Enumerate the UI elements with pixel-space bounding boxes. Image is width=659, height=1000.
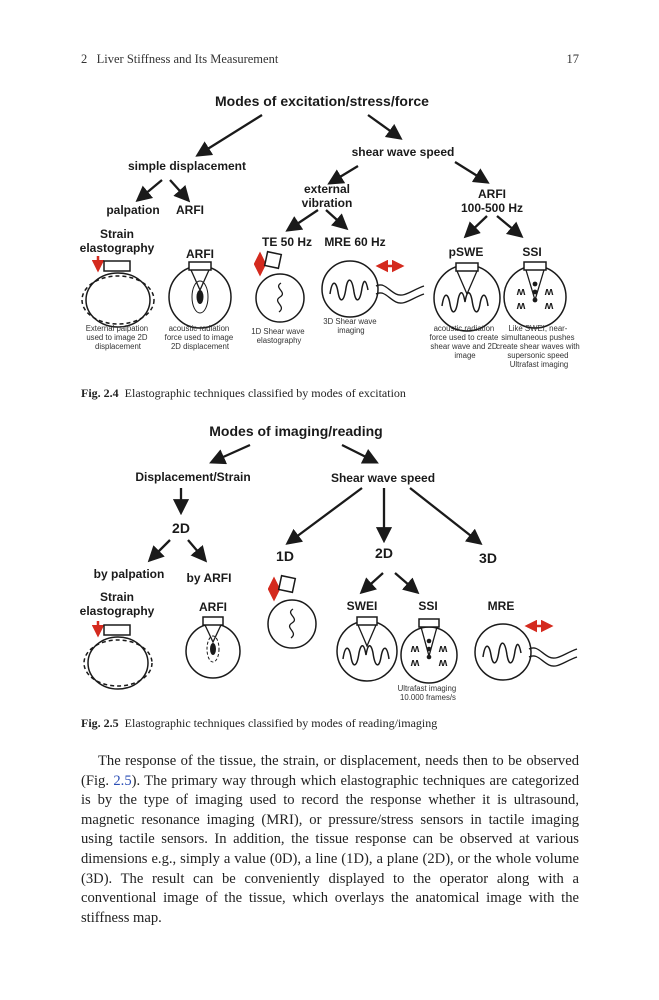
fig1-strain: Strain	[100, 227, 134, 241]
fig2-2d-left: 2D	[172, 520, 190, 536]
fig2-ssi: SSI	[418, 599, 437, 613]
svg-text:ʍ: ʍ	[516, 286, 526, 298]
fig2-1d: 1D	[276, 548, 294, 564]
fig1-strain-illustration	[81, 256, 155, 328]
fig2-arrows	[147, 443, 483, 595]
fig1-desc-arfi: acoustic radiation force used to image 2…	[165, 324, 236, 351]
svg-text:ʍ: ʍ	[544, 286, 554, 298]
fig2-1d-illustration	[267, 574, 317, 649]
svg-text:ʍ: ʍ	[410, 657, 420, 669]
figure-reference-link[interactable]: 2.5	[113, 772, 132, 789]
fig1-desc-mre: 3D Shear wave imaging	[323, 317, 378, 335]
caption-text: Elastographic techniques classified by m…	[124, 716, 438, 730]
fig2-title: Modes of imaging/reading	[209, 423, 382, 439]
fig2-swei: SWEI	[347, 599, 378, 613]
svg-text:ʍ: ʍ	[516, 300, 526, 312]
fig1-arfi-illustration	[168, 261, 232, 329]
fig2-2d-right: 2D	[375, 545, 393, 561]
fig1-pswe-illustration	[433, 262, 501, 332]
figure-caption-2-4: Fig. 2.4 Elastographic techniques classif…	[81, 386, 406, 401]
fig2-strain: Strain	[100, 590, 134, 604]
fig1-arfi: ARFI	[176, 203, 204, 217]
svg-text:ʍ: ʍ	[438, 643, 448, 655]
fig1-elastography: elastography	[80, 241, 155, 255]
svg-text:ʍ: ʍ	[544, 300, 554, 312]
fig1-arfi-hz-line2: 100-500 Hz	[461, 201, 523, 215]
fig2-ssi-illustration: ʍ ʍ ʍ ʍ	[400, 618, 458, 684]
caption-label: Fig. 2.5	[81, 716, 119, 730]
page-number: 17	[566, 52, 580, 66]
figure-2-4: Modes of excitation/stress/force simple …	[80, 93, 582, 369]
caption-text: Elastographic techniques classified by m…	[124, 386, 406, 400]
fig1-simple-displacement: simple displacement	[128, 159, 246, 173]
fig1-arrows	[135, 114, 524, 239]
fig1-desc-pswe: acoustic radiation force used to create …	[429, 324, 500, 360]
fig2-by-palpation: by palpation	[94, 567, 165, 581]
fig2-arfi: ARFI	[199, 600, 227, 614]
svg-text:ʍ: ʍ	[438, 657, 448, 669]
fig1-shear-wave-speed: shear wave speed	[352, 145, 455, 159]
fig2-strain-illustration	[83, 621, 153, 690]
fig1-desc-palpation: External palpation used to image 2D disp…	[86, 324, 151, 351]
caption-label: Fig. 2.4	[81, 386, 119, 400]
fig1-title: Modes of excitation/stress/force	[215, 93, 429, 109]
fig2-mre: MRE	[488, 599, 515, 613]
fig2-desc-ultrafast: Ultrafast imaging 10.000 frames/s	[398, 684, 459, 702]
fig1-te: TE 50 Hz	[262, 235, 312, 249]
figure-caption-2-5: Fig. 2.5 Elastographic techniques classif…	[81, 716, 437, 731]
fig2-arfi-illustration	[185, 616, 241, 679]
fig1-arfi-hz-line1: ARFI	[478, 187, 506, 201]
fig1-pswe: pSWE	[449, 245, 484, 259]
fig2-mre-illustration	[474, 619, 578, 681]
paragraph-text: ). The primary way through which elastog…	[81, 772, 579, 926]
fig1-external: external	[304, 182, 350, 196]
fig2-shear-wave-speed: Shear wave speed	[331, 471, 435, 485]
fig1-mre: MRE 60 Hz	[324, 235, 385, 249]
fig1-te-illustration	[253, 250, 305, 323]
fig1-mre-illustration	[321, 259, 425, 318]
svg-text:ʍ: ʍ	[410, 643, 420, 655]
fig2-displacement-strain: Displacement/Strain	[135, 470, 250, 484]
chapter-title: 2 Liver Stiffness and Its Measurement	[81, 52, 279, 66]
fig1-palpation: palpation	[106, 203, 159, 217]
fig2-3d: 3D	[479, 550, 497, 566]
fig1-vibration: vibration	[302, 196, 353, 210]
paragraph-text: The response of the tissue, the strain, …	[81, 753, 579, 789]
fig1-arfi-node: ARFI	[186, 247, 214, 261]
fig1-ssi: SSI	[522, 245, 541, 259]
body-paragraph: The response of the tissue, the strain, …	[81, 752, 579, 928]
running-head: 2 Liver Stiffness and Its Measurement 17	[81, 52, 579, 67]
fig1-desc-ssi: Like SWEI, near- simultaneous pushes cre…	[496, 324, 582, 369]
fig2-elastography: elastography	[80, 604, 155, 618]
fig2-swei-illustration	[336, 616, 398, 682]
fig1-desc-te: 1D Shear wave elastography	[251, 327, 306, 345]
figure-2-5: Modes of imaging/reading Displacement/St…	[80, 423, 578, 702]
fig2-by-arfi: by ARFI	[187, 571, 232, 585]
fig1-ssi-illustration: ʍ ʍ ʍ ʍ	[503, 261, 567, 329]
